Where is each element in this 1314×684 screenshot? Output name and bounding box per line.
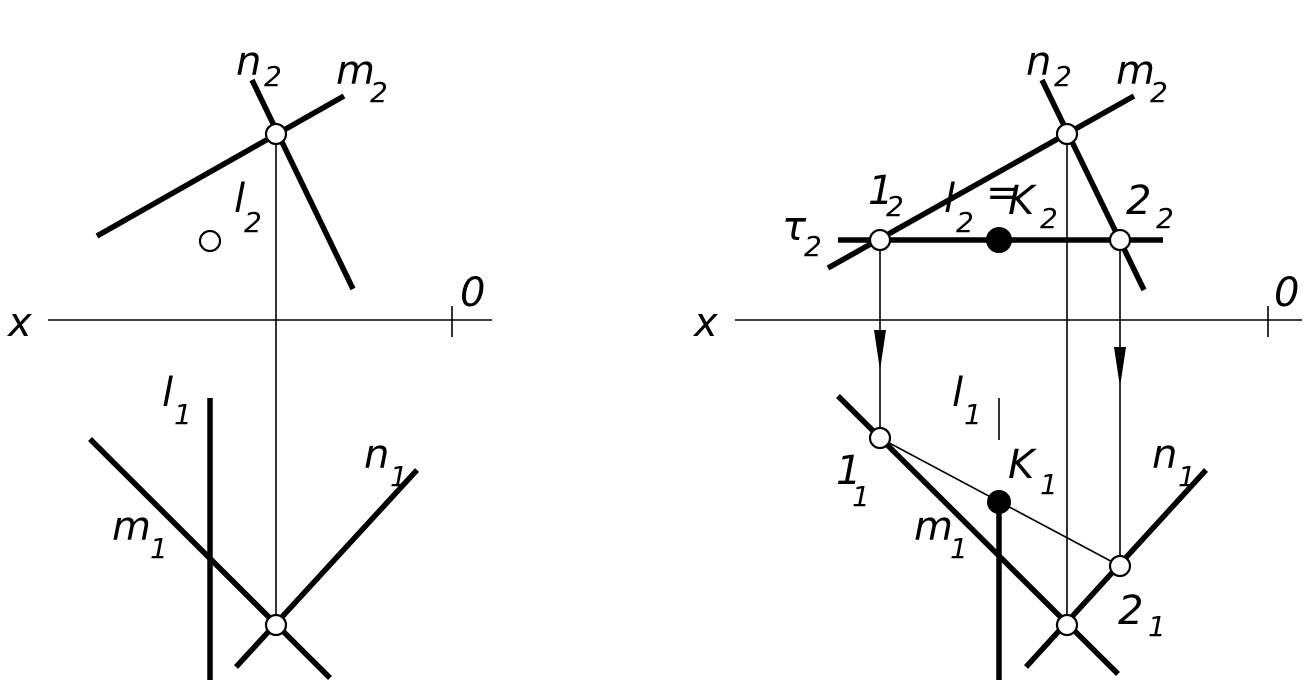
right-label-x: x xyxy=(692,300,718,346)
right-label-1-1-index: 1 xyxy=(852,480,870,513)
right-line-n2 xyxy=(1039,78,1147,292)
right-label-l2-index: 2 xyxy=(956,206,974,239)
left-label-l2-index: 2 xyxy=(244,206,262,239)
left-label-l2: l xyxy=(234,176,245,222)
right-label-k2: K xyxy=(1008,178,1037,224)
left-line-n1 xyxy=(233,468,420,669)
right-label-n2: n xyxy=(1026,39,1051,85)
right-point-1-2 xyxy=(868,228,892,252)
right-label-1-1: 1 xyxy=(836,448,861,494)
right-label-1-2-index: 2 xyxy=(886,190,904,223)
right-label-tau2-index: 2 xyxy=(804,230,822,263)
left-label-0: 0 xyxy=(460,270,485,316)
right-label-n1-index: 1 xyxy=(1178,460,1196,493)
right-label-l1-index: 1 xyxy=(964,398,982,431)
right-label-l1: l xyxy=(952,370,963,416)
right-point-mn1 xyxy=(1055,613,1079,637)
right-point-2-1 xyxy=(1108,554,1132,578)
left-label-l1: l xyxy=(162,370,173,416)
left-line-m2 xyxy=(95,93,346,239)
left-label-n1: n xyxy=(364,432,389,478)
right-label-n2-index: 2 xyxy=(1054,60,1072,93)
left-label-n2: n xyxy=(236,39,261,85)
right-label-1-2: 1 xyxy=(868,168,893,214)
right-label-equals: = xyxy=(986,170,1020,216)
right-arrow-2 xyxy=(1114,347,1126,387)
right-point-k2 xyxy=(986,227,1012,253)
right-figure: x 0 n 2 m 2 τ 2 1 2 l 2 = K 2 2 2 l 1 K … xyxy=(692,39,1302,680)
right-point-mn2 xyxy=(1055,122,1079,146)
left-label-l1-index: 1 xyxy=(174,398,192,431)
right-label-k2-index: 2 xyxy=(1040,202,1058,235)
left-label-m1-index: 1 xyxy=(150,532,168,565)
right-point-k1 xyxy=(987,490,1011,514)
right-label-2-2-index: 2 xyxy=(1156,202,1174,235)
right-label-m1-index: 1 xyxy=(950,532,968,565)
right-label-m1: m xyxy=(914,504,953,550)
right-label-m2: m xyxy=(1116,48,1155,94)
left-label-n1-index: 1 xyxy=(390,460,408,493)
right-label-0: 0 xyxy=(1274,270,1299,316)
left-figure: x 0 n 2 m 2 l 2 l 1 m 1 n 1 xyxy=(6,39,492,680)
left-point-mn1 xyxy=(264,613,288,637)
right-point-2-2 xyxy=(1108,228,1132,252)
right-label-k1-index: 1 xyxy=(1040,468,1058,501)
left-label-n2-index: 2 xyxy=(264,60,282,93)
right-label-m2-index: 2 xyxy=(1150,76,1168,109)
left-label-m2: m xyxy=(336,48,375,94)
left-point-mn2 xyxy=(264,122,288,146)
left-label-m1: m xyxy=(112,504,151,550)
right-label-l2: l xyxy=(944,176,955,222)
right-point-1-1 xyxy=(868,426,892,450)
left-line-n2 xyxy=(249,78,356,291)
left-label-m2-index: 2 xyxy=(370,76,388,109)
right-label-2-1: 2 xyxy=(1118,588,1143,634)
right-label-tau2: τ xyxy=(782,204,807,250)
right-label-2-2: 2 xyxy=(1126,178,1151,224)
left-point-l2 xyxy=(198,229,222,253)
right-label-2-1-index: 1 xyxy=(1148,610,1166,643)
right-arrow-1 xyxy=(874,330,886,370)
right-label-k1: K xyxy=(1008,442,1037,488)
left-label-x: x xyxy=(6,300,32,346)
right-label-n1: n xyxy=(1152,432,1177,478)
